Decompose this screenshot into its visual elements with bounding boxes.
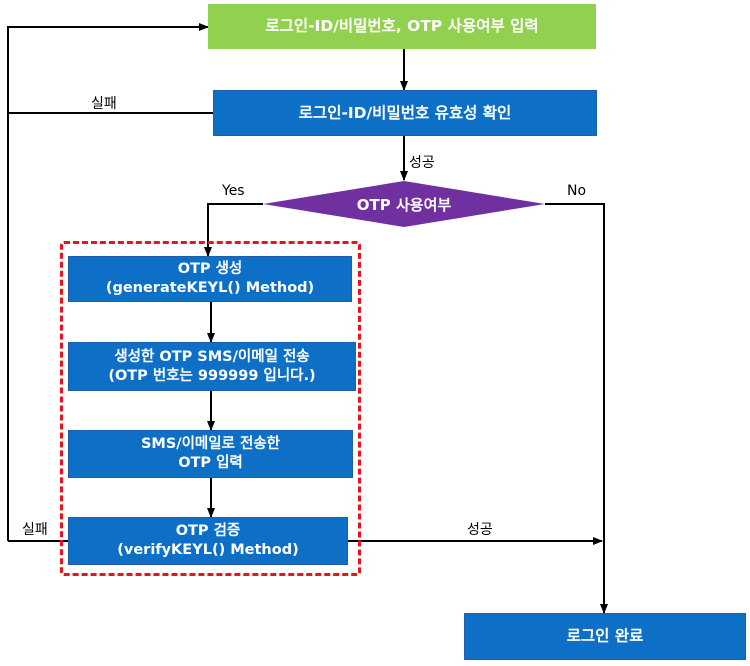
login-done-label: 로그인 완료 [566, 627, 644, 646]
arrow-validate-fail-loop [7, 23, 213, 114]
fail-label-top: 실패 [91, 96, 117, 112]
decision-diamond [263, 181, 545, 227]
success-label-top: 성공 [409, 155, 435, 171]
input-step-box: 로그인-ID/비밀번호, OTP 사용여부 입력 [208, 4, 596, 49]
validate-step-box: 로그인-ID/비밀번호 유효성 확인 [213, 90, 597, 136]
otp-send-line2: (OTP 번호는 999999 입니다.) [108, 367, 316, 384]
fail-label-bottom: 실패 [22, 522, 48, 538]
otp-send-line1: 생성한 OTP SMS/이메일 전송 [114, 348, 310, 365]
otp-verify-box: OTP 검증 (verifyKEYL() Method) [68, 517, 348, 565]
validate-step-label: 로그인-ID/비밀번호 유효성 확인 [298, 103, 512, 122]
arrow-decision-yes [204, 203, 263, 257]
no-label: No [567, 183, 587, 199]
otp-enter-box: SMS/이메일로 전송한 OTP 입력 [68, 430, 353, 478]
yes-label: Yes [222, 183, 245, 199]
otp-verify-line2: (verifyKEYL() Method) [117, 542, 299, 558]
decision-label: OTP 사용여부 [357, 196, 452, 214]
otp-generate-line2: (generateKEYL() Method) [105, 280, 315, 296]
otp-generate-box: OTP 생성 (generateKEYL() Method) [68, 256, 352, 302]
otp-process-group [60, 241, 361, 576]
otp-verify-line1: OTP 검증 [175, 523, 241, 540]
otp-enter-line1: SMS/이메일로 전송한 [140, 436, 281, 453]
otp-send-box: 생성한 OTP SMS/이메일 전송 (OTP 번호는 999999 입니다.) [68, 342, 356, 391]
otp-generate-line1: OTP 생성 [177, 261, 243, 278]
otp-enter-line2: OTP 입력 [178, 455, 243, 471]
input-step-label: 로그인-ID/비밀번호, OTP 사용여부 입력 [265, 17, 539, 36]
arrow-decision-no [545, 203, 608, 614]
success-label-bottom: 성공 [467, 522, 493, 538]
login-done-box: 로그인 완료 [464, 613, 746, 660]
